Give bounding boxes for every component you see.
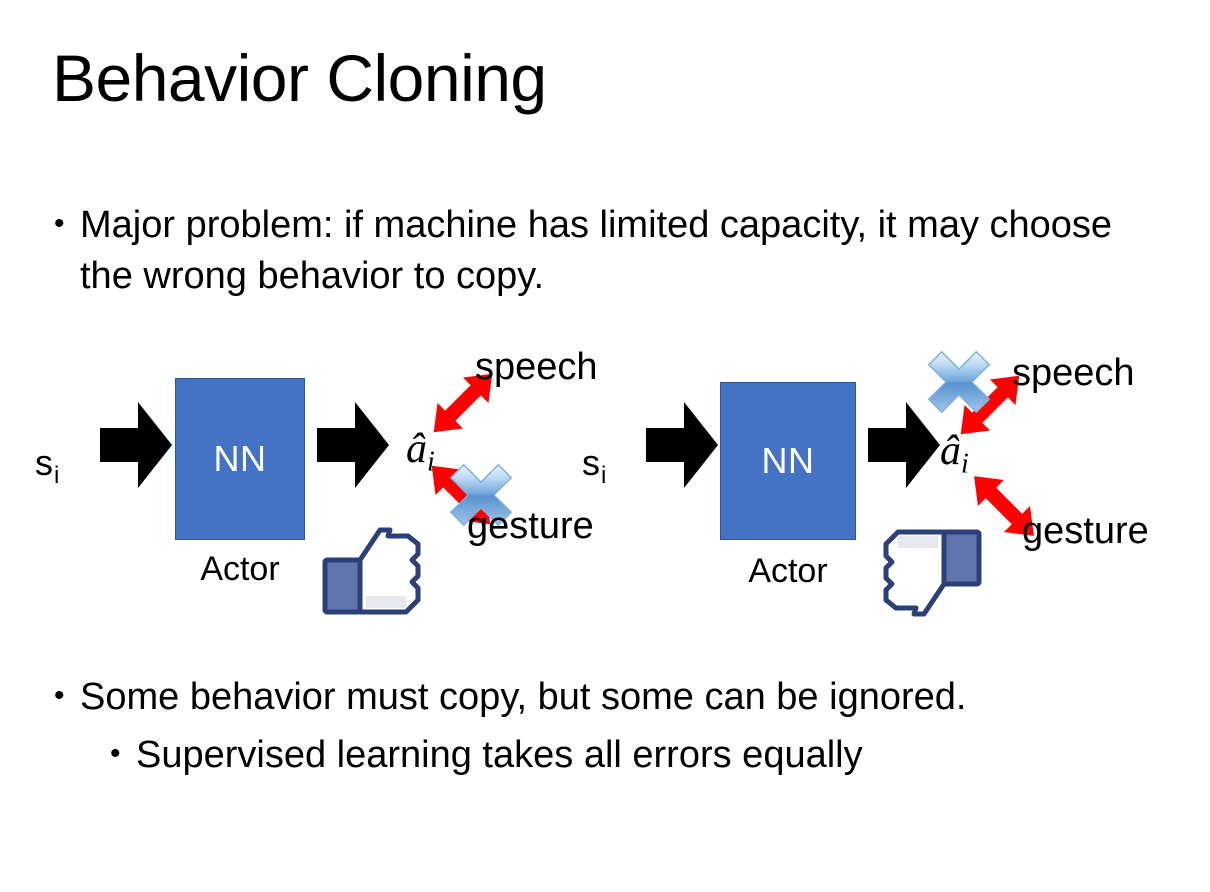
- cross-icon-gesture-left: [445, 459, 517, 531]
- action-symbol-left: âi: [406, 426, 435, 478]
- bullet-marker-icon: •: [54, 679, 65, 712]
- bullet-marker-icon: •: [110, 737, 121, 770]
- speech-arrow-right: [945, 360, 1035, 450]
- input-arrow-left: [100, 402, 172, 488]
- bullet-top: • Major problem: if machine has limited …: [54, 200, 1114, 301]
- page-title: Behavior Cloning: [52, 41, 547, 115]
- output-label-speech-left: speech: [475, 346, 598, 388]
- output-arrow-left: [317, 402, 389, 488]
- nn-box-left: NN: [175, 378, 305, 540]
- cross-icon-speech-right: [923, 346, 995, 418]
- diagram-left: si NN Actor âi: [20, 340, 620, 640]
- input-arrow-right: [646, 402, 718, 488]
- thumbs-down-icon: [878, 526, 984, 618]
- bullet-bottom-level2-text: Supervised learning takes all errors equ…: [136, 734, 863, 776]
- action-symbol-right: âi: [940, 428, 969, 480]
- actor-label-left: Actor: [200, 550, 280, 588]
- speech-arrow-left: [418, 358, 508, 448]
- diagram-right: si NN Actor âi: [570, 340, 1190, 640]
- gesture-arrow-right: [958, 460, 1050, 552]
- nn-box-label-right: NN: [761, 440, 815, 481]
- state-label-left: si: [35, 442, 60, 489]
- output-label-speech-right: speech: [1012, 352, 1135, 394]
- output-label-gesture-left: gesture: [467, 505, 594, 547]
- bullet-top-text: Major problem: if machine has limited ca…: [80, 204, 1113, 297]
- nn-box-right: NN: [720, 382, 856, 540]
- output-label-gesture-right: gesture: [1022, 510, 1149, 552]
- output-arrow-right: [868, 402, 940, 488]
- bullet-marker-icon: •: [54, 207, 65, 240]
- actor-label-right: Actor: [748, 552, 828, 590]
- thumbs-up-icon: [320, 526, 426, 618]
- nn-box-label-left: NN: [213, 438, 267, 479]
- bullet-bottom-level1-text: Some behavior must copy, but some can be…: [80, 676, 967, 718]
- bullet-bottom-level2: • Supervised learning takes all errors e…: [110, 730, 1170, 781]
- bullet-bottom-level1: • Some behavior must copy, but some can …: [54, 672, 1164, 723]
- state-label-right: si: [582, 442, 607, 489]
